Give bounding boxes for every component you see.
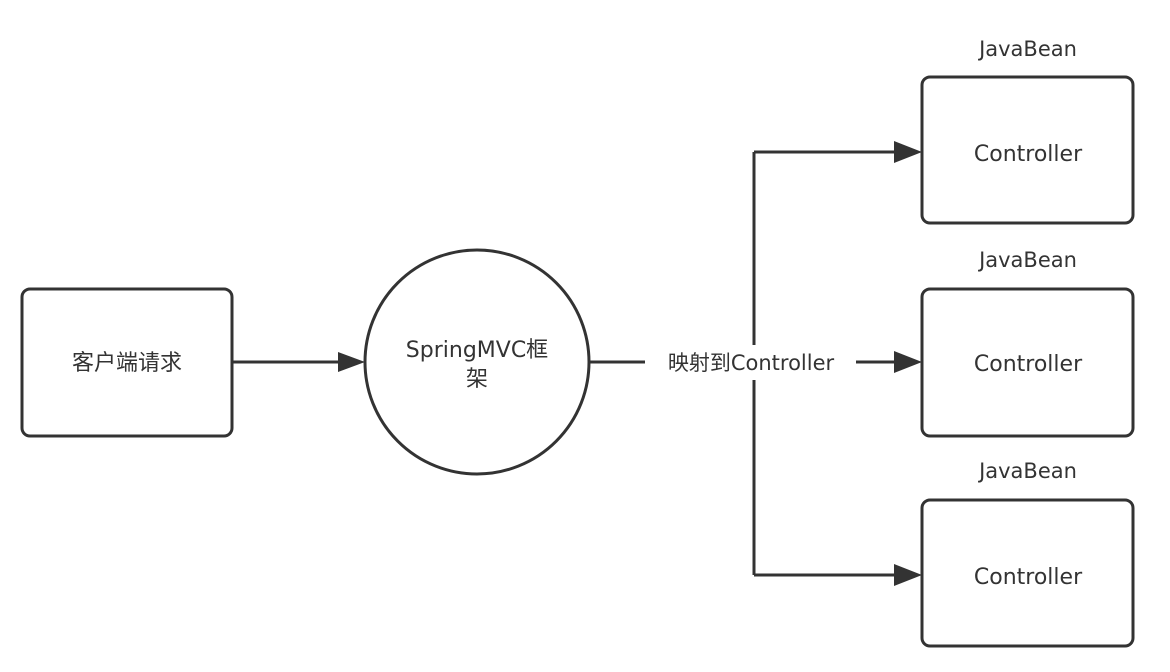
controller-box: [920, 498, 1135, 648]
edge-label-mapping: 映射到Controller: [668, 351, 835, 375]
controller-box: [920, 75, 1135, 225]
client-request-node[interactable]: 客户端请求: [20, 287, 234, 438]
javabean-caption: JavaBean: [977, 37, 1077, 61]
arrowhead-icon: [338, 352, 365, 372]
controller-label: Controller: [974, 565, 1083, 590]
edge-framework-to-controllers: 映射到Controller: [589, 141, 922, 586]
controller-label: Controller: [974, 142, 1083, 167]
edge-client-to-framework: [232, 352, 365, 372]
javabean-caption: JavaBean: [977, 248, 1077, 272]
arrowhead-icon: [894, 564, 922, 586]
client-request-label: 客户端请求: [72, 351, 182, 376]
arrowhead-icon: [894, 141, 922, 163]
javabean-caption: JavaBean: [977, 459, 1077, 483]
arrowhead-icon: [894, 351, 922, 373]
framework-label-line2: 架: [466, 367, 488, 392]
framework-label-line1: SpringMVC框: [406, 338, 548, 363]
springmvc-framework-node[interactable]: SpringMVC框 架: [363, 248, 591, 476]
controller-node[interactable]: JavaBean Controller: [920, 459, 1135, 648]
controller-label: Controller: [974, 352, 1083, 377]
controller-node[interactable]: JavaBean Controller: [920, 37, 1135, 225]
controller-node[interactable]: JavaBean Controller: [920, 248, 1135, 438]
controller-box: [920, 287, 1135, 438]
